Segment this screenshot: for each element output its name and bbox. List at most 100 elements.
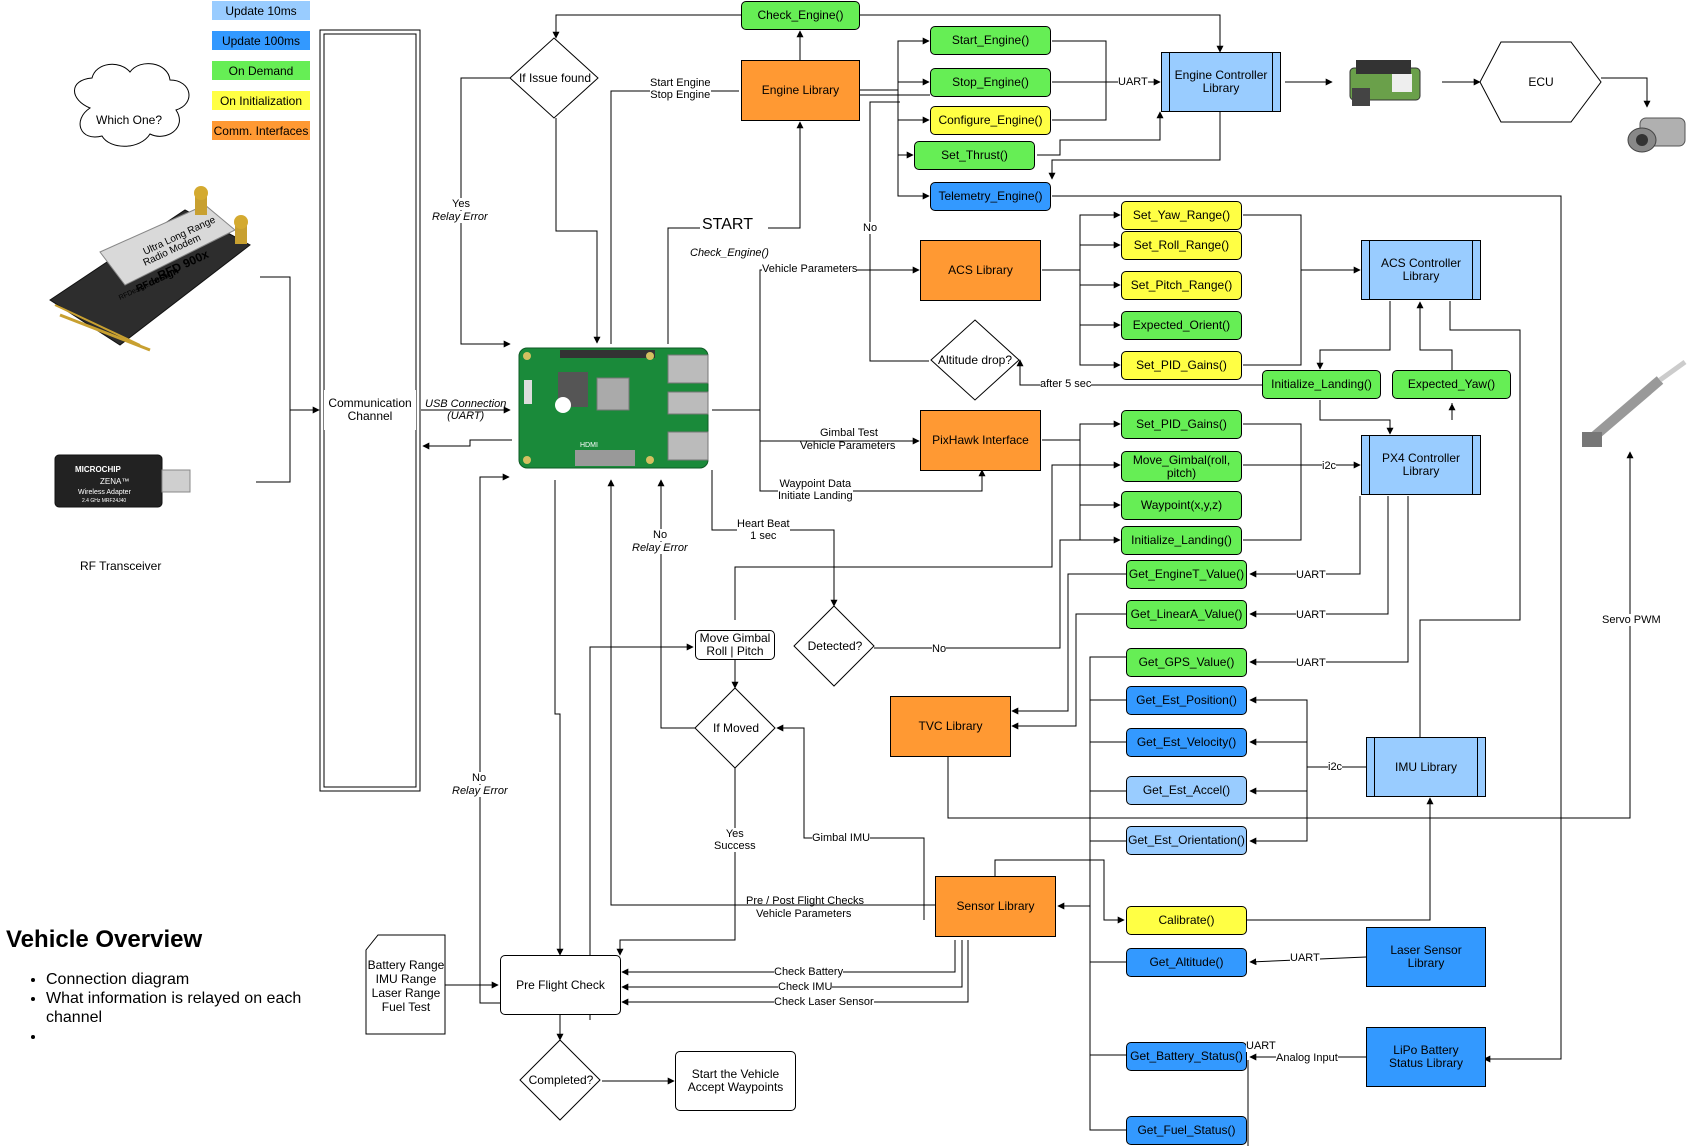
get-est-accel-node: Get_Est_Accel() <box>1126 776 1247 805</box>
svg-text:Wireless Adapter: Wireless Adapter <box>78 489 132 496</box>
set-roll-range-node: Set_Roll_Range() <box>1121 231 1242 260</box>
waypoint-node: Waypoint(x,y,z) <box>1121 491 1242 520</box>
edge-label-i2c-px4: i2c <box>1322 460 1337 472</box>
edge-label-no-altitude: No <box>863 222 878 234</box>
pixhawk-interface-node: PixHawk Interface <box>920 410 1041 471</box>
start-sub-label: Check_Engine() <box>690 247 769 259</box>
rfd900-radio-image: Ultra Long Range Radio Modem RFD 900x RF… <box>49 186 251 352</box>
acs-controller-library-node: ACS Controller Library <box>1361 240 1481 300</box>
altitude-diamond-shape <box>930 319 1020 401</box>
fuel-pump-image <box>1349 60 1421 106</box>
edge-label-vehicle-parameters: Vehicle Parameters <box>762 263 858 275</box>
edge-label-uart-laser: UART <box>1290 952 1320 964</box>
set-pitch-range-node: Set_Pitch_Range() <box>1121 271 1242 300</box>
edge-label-uart-engine: UART <box>1118 76 1148 88</box>
px4-controller-library-node: PX4 Controller Library <box>1361 435 1481 495</box>
if-moved-decision: If Moved <box>712 720 760 735</box>
start-label: START <box>702 216 753 233</box>
get-enginet-value-node: Get_EngineT_Value() <box>1126 560 1247 589</box>
edge-label-servo-pwm: Servo PWM <box>1602 614 1661 626</box>
move-gimbal-node: Move_Gimbal(roll, pitch) <box>1121 451 1242 482</box>
cloud-shape <box>74 63 190 147</box>
edge-label-pre-post-flight: Pre / Post Flight Checks <box>746 895 864 907</box>
edge-label-gimbal-test: Gimbal Test <box>820 427 878 439</box>
set-yaw-range-node: Set_Yaw_Range() <box>1121 201 1242 230</box>
flight-check-document-text: Battery Range IMU Range Laser Range Fuel… <box>367 958 445 1014</box>
get-est-velocity-node: Get_Est_Velocity() <box>1126 728 1247 757</box>
acs-library-node: ACS Library <box>920 240 1041 301</box>
laser-sensor-library-node: Laser Sensor Library <box>1366 927 1486 987</box>
edge-label-no-detected: No <box>932 643 947 655</box>
turbine-motor-image <box>1627 117 1686 153</box>
expected-yaw-node: Expected_Yaw() <box>1392 370 1511 399</box>
initialize-landing-pixhawk-node: Initialize_Landing() <box>1121 526 1242 555</box>
set-thrust-node: Set_Thrust() <box>914 141 1035 170</box>
engine-controller-library-node: Engine Controller Library <box>1161 52 1281 112</box>
completed-diamond-shape <box>519 1039 601 1121</box>
telemetry-engine-node: Telemetry_Engine() <box>930 182 1051 211</box>
bullet-item: What information is relayed on each chan… <box>46 989 336 1027</box>
expected-orient-node: Expected_Orient() <box>1121 311 1242 340</box>
edge-label-relay-error-2: Relay Error <box>632 542 688 554</box>
stop-engine-node: Stop_Engine() <box>930 68 1051 97</box>
ecu-node: ECU <box>1528 74 1554 89</box>
get-fuel-status-node: Get_Fuel_Status() <box>1126 1116 1247 1145</box>
page-title: Vehicle Overview <box>6 926 203 953</box>
edge-label-analog-input: Analog Input <box>1276 1052 1338 1064</box>
edge-label-after-5-sec: after 5 sec <box>1040 378 1092 390</box>
raspberry-pi-image: HDMI <box>518 347 709 469</box>
issue-found-decision: If Issue found <box>518 70 592 85</box>
detected-decision: Detected? <box>807 638 863 653</box>
start-vehicle-node: Start the Vehicle Accept Waypoints <box>675 1051 796 1111</box>
document-shape <box>365 934 446 1035</box>
sensor-library-node: Sensor Library <box>935 876 1056 937</box>
engine-library-node: Engine Library <box>741 60 860 121</box>
edge-label-uart-3: UART <box>1296 657 1326 669</box>
configure-engine-node: Configure_Engine() <box>930 106 1051 135</box>
linear-actuator-image <box>1582 359 1687 447</box>
svg-text:MICROCHIP: MICROCHIP <box>75 465 121 474</box>
calibrate-node: Calibrate() <box>1126 906 1247 935</box>
rf-transceiver-caption: RF Transceiver <box>80 559 162 573</box>
legend-comm-interfaces: Comm. Interfaces <box>212 121 310 140</box>
bullet-item: Connection diagram <box>46 970 336 989</box>
edge-label-uart-2: UART <box>1296 609 1326 621</box>
edge-label-relay-error-1: Relay Error <box>432 211 488 223</box>
svg-text:HDMI: HDMI <box>580 442 598 449</box>
overview-bullets: Connection diagram What information is r… <box>26 970 336 1046</box>
edge-label-uart-battery: UART <box>1246 1040 1276 1052</box>
move-gimbal-roll-pitch-node: Move Gimbal Roll | Pitch <box>695 630 775 660</box>
get-battery-status-node: Get_Battery_Status() <box>1126 1042 1247 1071</box>
cloud-label: Which One? <box>96 113 163 127</box>
completed-decision: Completed? <box>528 1072 594 1087</box>
edge-label-no-3: No <box>472 772 487 784</box>
initialize-landing-acs-node: Initialize_Landing() <box>1262 370 1381 399</box>
get-est-orientation-node: Get_Est_Orientation() <box>1126 826 1247 855</box>
edge-label-no-2: No <box>653 529 668 541</box>
get-est-position-node: Get_Est_Position() <box>1126 686 1247 715</box>
issue-diamond-shape <box>509 37 599 119</box>
get-lineara-value-node: Get_LinearA_Value() <box>1126 600 1247 629</box>
legend-on-demand: On Demand <box>212 61 310 80</box>
edge-label-uart-1: UART <box>1296 569 1326 581</box>
edge-label-i2c-imu: i2c <box>1328 761 1343 773</box>
edge-label-relay-error-3: Relay Error <box>452 785 508 797</box>
get-altitude-node: Get_Altitude() <box>1126 948 1247 977</box>
set-pid-gains-acs-node: Set_PID_Gains() <box>1121 351 1242 380</box>
zena-adapter-image: MICROCHIP ZENA™ Wireless Adapter 2.4 GHz… <box>54 454 191 508</box>
edge-label-check-imu: Check IMU <box>778 981 833 993</box>
start-engine-node: Start_Engine() <box>930 26 1051 55</box>
edge-label-waypoint-data: Waypoint Data Initiate Landing <box>778 478 853 502</box>
legend-update-10ms: Update 10ms <box>212 1 310 20</box>
svg-text:ZENA™: ZENA™ <box>100 477 129 486</box>
lipo-battery-status-library-node: LiPo Battery Status Library <box>1366 1027 1486 1087</box>
imu-library-node: IMU Library <box>1366 737 1486 797</box>
altitude-drop-decision: Altitude drop? <box>937 352 1013 367</box>
edge-label-pre-post-vehicle-params: Vehicle Parameters <box>756 908 852 920</box>
detected-diamond-shape <box>793 605 875 687</box>
edge-label-check-laser: Check Laser Sensor <box>774 996 874 1008</box>
edge-label-heart-beat: Heart Beat 1 sec <box>737 518 790 542</box>
edge-label-yes: Yes <box>452 198 470 210</box>
edge-label-yes-success: Yes Success <box>714 828 756 852</box>
pre-flight-check-node: Pre Flight Check <box>500 955 621 1015</box>
